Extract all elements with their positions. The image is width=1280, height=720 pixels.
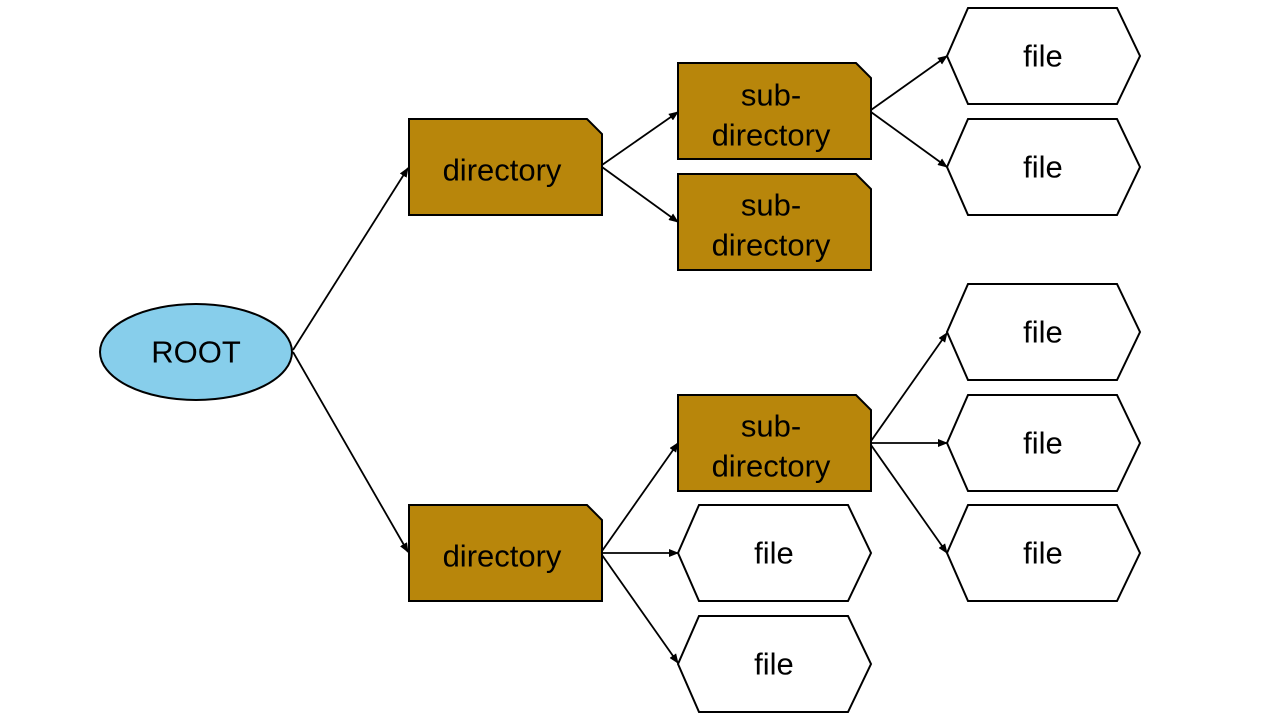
subdirectory-label-line2: directory <box>712 449 831 484</box>
directory-node-bottom: directory <box>408 504 603 602</box>
file-label: file <box>1023 536 1063 571</box>
directory-shape <box>408 118 603 216</box>
edge-subdirectory-3-to-file-7 <box>870 444 948 554</box>
file-shape <box>945 118 1142 216</box>
directory-shape <box>408 504 603 602</box>
file-shape <box>945 394 1142 492</box>
subdirectory-node-2: sub- directory <box>677 173 872 271</box>
file-label: file <box>1023 150 1063 185</box>
file-node-1: file <box>945 7 1142 105</box>
directory-label: directory <box>443 539 562 574</box>
edge-directory-top-to-subdirectory-1 <box>601 111 679 166</box>
subdirectory-node-3: sub- directory <box>677 394 872 492</box>
edge-root-to-directory-top <box>292 167 409 351</box>
file-node-4: file <box>945 394 1142 492</box>
file-shape <box>676 504 873 602</box>
edge-directory-top-to-subdirectory-2 <box>601 166 679 223</box>
file-label: file <box>754 647 794 682</box>
subdirectory-label-line1: sub- <box>741 78 801 113</box>
edge-subdirectory-1-to-file-1 <box>870 55 948 111</box>
file-node-6: file <box>676 615 873 713</box>
edge-root-to-directory-bottom <box>292 351 409 553</box>
file-label: file <box>1023 315 1063 350</box>
root-node: ROOT <box>99 303 293 401</box>
subdirectory-label-line2: directory <box>712 228 831 263</box>
directory-node-top: directory <box>408 118 603 216</box>
edge-subdirectory-3-to-file-3 <box>870 332 948 442</box>
subdirectory-label-line1: sub- <box>741 188 801 223</box>
file-node-7: file <box>945 504 1142 602</box>
file-label: file <box>1023 39 1063 74</box>
subdirectory-label-line1: sub- <box>741 409 801 444</box>
file-shape <box>945 504 1142 602</box>
root-ellipse <box>99 303 293 401</box>
edges <box>292 55 948 664</box>
edge-directory-bottom-to-file-6 <box>601 554 679 664</box>
subdirectory-node-1: sub- directory <box>677 62 872 160</box>
edge-subdirectory-1-to-file-2 <box>870 111 948 168</box>
directory-label: directory <box>443 153 562 188</box>
subdirectory-shape <box>677 173 872 271</box>
file-node-2: file <box>945 118 1142 216</box>
file-label: file <box>754 536 794 571</box>
file-shape <box>945 7 1142 105</box>
subdirectory-shape <box>677 394 872 492</box>
edge-directory-bottom-to-subdirectory-3 <box>601 442 679 552</box>
file-shape <box>676 615 873 713</box>
file-label: file <box>1023 426 1063 461</box>
root-label: ROOT <box>151 335 241 370</box>
subdirectory-shape <box>677 62 872 160</box>
subdirectory-label-line2: directory <box>712 118 831 153</box>
file-shape <box>945 283 1142 381</box>
file-node-3: file <box>945 283 1142 381</box>
file-node-5: file <box>676 504 873 602</box>
